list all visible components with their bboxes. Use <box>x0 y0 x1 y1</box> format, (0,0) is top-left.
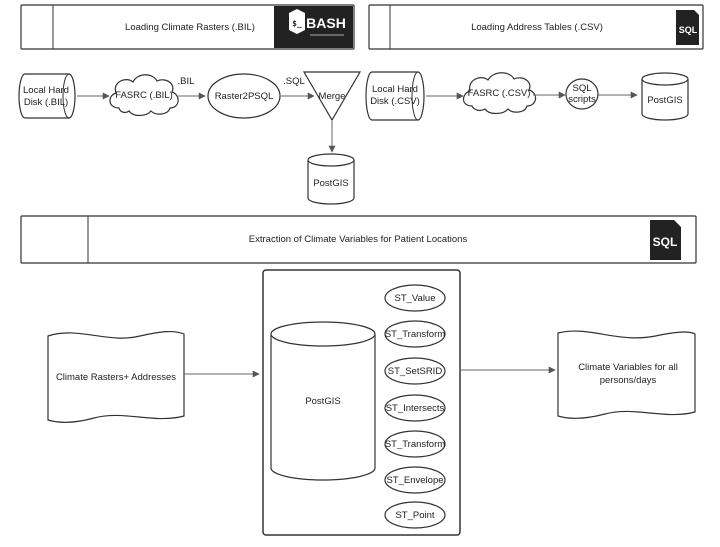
st-functions: ST_Value ST_Transform ST_SetSRID ST_Inte… <box>384 284 446 529</box>
fn-st-point <box>384 501 446 529</box>
output-document-line1: Climate Variables for all <box>578 362 678 373</box>
fasrc-csv-cloud: FASRC (.CSV) <box>462 72 537 115</box>
sql-scripts-line2: scripts <box>568 94 596 105</box>
fn-st-transform-1 <box>384 320 446 348</box>
fn-st-setsrid-label: ST_SetSRID <box>388 366 443 377</box>
raster2psql-label: Raster2PSQL <box>215 91 274 102</box>
fn-st-setsrid <box>384 357 446 385</box>
fasrc-bil-cloud: FASRC (.BIL) <box>109 74 179 117</box>
fasrc-bil-label: FASRC (.BIL) <box>115 90 173 101</box>
header-extraction: Extraction of Climate Variables for Pati… <box>20 215 697 264</box>
fasrc-csv-label: FASRC (.CSV) <box>468 88 531 99</box>
fn-st-transform-2-label: ST_Transform <box>385 439 445 450</box>
fn-st-envelope-label: ST_Envelope <box>386 475 443 486</box>
edge-sql-label: .SQL <box>283 76 305 87</box>
sql-file-icon: SQL <box>676 10 699 45</box>
sql-icon-top-text: SQL <box>679 25 698 35</box>
postgis-table-label: PostGIS <box>647 95 682 106</box>
fn-st-point-label: ST_Point <box>395 510 434 521</box>
fn-st-envelope <box>384 466 446 494</box>
sql-icon-bottom-text: SQL <box>653 235 678 249</box>
local-disk-bil-line1: Local Hard <box>23 85 69 96</box>
input-document-label: Climate Rasters+ Addresses <box>56 372 176 383</box>
local-disk-bil: Local Hard Disk (.BIL) <box>18 73 76 119</box>
sql-scripts-node <box>565 78 599 110</box>
merge-node <box>302 71 362 122</box>
local-disk-csv-line2: Disk (.CSV) <box>370 96 420 107</box>
fn-st-transform-1-label: ST_Transform <box>385 329 445 340</box>
postgis-main-cylinder: PostGIS <box>270 321 376 481</box>
fn-st-intersects <box>384 394 446 422</box>
postgis-main-label: PostGIS <box>305 396 340 407</box>
raster-flow: Local Hard Disk (.BIL) FASRC (.BIL) .BIL… <box>18 71 362 205</box>
local-disk-csv: Local Hard Disk (.CSV) <box>365 71 425 121</box>
merge-label: Merge <box>319 91 346 102</box>
header-loading-tables-title: Loading Address Tables (.CSV) <box>471 22 603 33</box>
postgis-table-cylinder: PostGIS <box>641 72 689 121</box>
output-document <box>557 330 696 419</box>
bash-logo: $_ BASH <box>274 6 353 48</box>
header-extraction-title: Extraction of Climate Variables for Pati… <box>249 234 468 245</box>
output-document-line2: persons/days <box>600 375 657 386</box>
local-disk-bil-line2: Disk (.BIL) <box>24 97 68 108</box>
svg-text:$_: $_ <box>292 19 302 28</box>
fn-st-intersects-label: ST_Intersects <box>386 403 445 414</box>
fn-st-transform-2 <box>384 430 446 458</box>
local-disk-csv-line1: Local Hard <box>372 84 418 95</box>
extraction-flow: Climate Rasters+ Addresses PostGIS ST_Va… <box>47 269 696 536</box>
sql-scripts-line1: SQL <box>572 83 591 94</box>
table-flow: Local Hard Disk (.CSV) FASRC (.CSV) SQL … <box>365 71 689 121</box>
header-loading-rasters: Loading Climate Rasters (.BIL) $_ BASH <box>20 4 355 50</box>
postgis-raster-label: PostGIS <box>313 178 348 189</box>
fn-st-value-label: ST_Value <box>394 293 435 304</box>
edge-bil-label: .BIL <box>178 76 195 87</box>
header-loading-rasters-title: Loading Climate Rasters (.BIL) <box>125 22 255 33</box>
fn-st-value <box>384 284 446 312</box>
input-document <box>47 330 185 423</box>
bash-logo-text: BASH <box>306 15 346 31</box>
header-loading-tables: Loading Address Tables (.CSV) SQL <box>368 4 704 50</box>
bash-hexagon-icon <box>289 9 305 34</box>
postgis-raster-cylinder: PostGIS <box>307 153 355 205</box>
raster2psql-node <box>207 73 281 119</box>
sql-file-icon-large: SQL <box>650 220 681 260</box>
